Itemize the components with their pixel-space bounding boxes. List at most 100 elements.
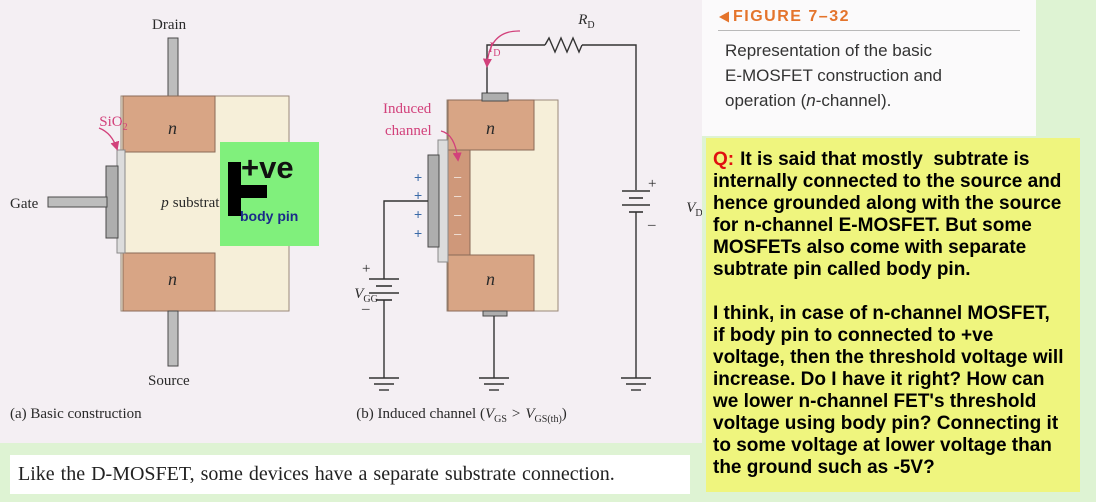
- rd-label-main: R: [577, 12, 587, 28]
- vgg-label: VGG: [328, 286, 397, 306]
- caption-b-v1: V: [485, 406, 496, 422]
- question-text: It is said that mostly subtrate is: [740, 149, 1030, 170]
- question-line: if body pin to connected to +ve: [713, 325, 994, 346]
- drain-current-arrow: [482, 30, 521, 68]
- figure-caption: Representation of the basic E-MOSFET con…: [725, 38, 942, 113]
- battery-vdd: [622, 190, 650, 213]
- source-contact-b: [482, 310, 508, 317]
- vgg-plus-sign: +: [362, 261, 370, 277]
- id-label-sub: D: [493, 48, 500, 59]
- vgg-label-sub: GG: [363, 294, 377, 305]
- left-triangle-icon: [719, 11, 729, 23]
- induced-label-line1: Induced: [383, 101, 432, 117]
- substrate-type-label: p: [160, 195, 169, 211]
- diagram-b-caption: (b) Induced channel (VGS>VGS(th)): [330, 406, 586, 425]
- induced-label-line2: channel: [385, 123, 432, 139]
- drain-n-label-b: n: [486, 118, 495, 138]
- gate-charge: +: [414, 225, 422, 241]
- supply-wire: [582, 44, 637, 190]
- vdd-label-main: V: [686, 200, 697, 216]
- body-pin-voltage: +ve: [241, 150, 294, 185]
- channel-charge: –: [454, 207, 462, 222]
- source-n-region-b: [447, 254, 535, 312]
- footer-note: Like the D-MOSFET, some devices have a s…: [18, 463, 615, 485]
- question-line: hence grounded along with the source: [713, 193, 1062, 214]
- gate-wire: [383, 200, 428, 279]
- source-label: Source: [148, 373, 190, 389]
- caption-b-suffix: ): [562, 406, 567, 422]
- channel-charge: –: [454, 226, 462, 241]
- gate-lead: [47, 196, 108, 208]
- question-paragraph: I think, in case of n-channel MOSFET, if…: [713, 303, 1080, 479]
- diagram-a-caption: (a) Basic construction: [10, 406, 142, 422]
- ground-symbol: [621, 377, 651, 391]
- caption-text: -channel).: [815, 91, 892, 110]
- figure-divider: [718, 30, 1020, 31]
- gate-charge: +: [414, 206, 422, 222]
- ground-symbol: [369, 377, 399, 391]
- drain-lead: [167, 37, 179, 98]
- caption-b-v2-sub: GS(th): [535, 414, 562, 425]
- drain-n-region-b: [447, 99, 535, 151]
- figure-caption-line: operation (n-channel).: [725, 88, 942, 113]
- source-n-label: n: [168, 269, 177, 289]
- caption-b-operator: >: [512, 406, 520, 422]
- question-line: to some voltage at lower voltage than: [713, 435, 1052, 456]
- gate-positive-charges: + + + +: [414, 169, 422, 241]
- question-line: voltage using body pin? Connecting it: [713, 413, 1059, 434]
- body-pin-lead: [241, 185, 267, 198]
- source-n-label-b: n: [486, 269, 495, 289]
- caption-b-v2: V: [525, 406, 536, 422]
- caption-b-v1-sub: GS: [494, 414, 507, 425]
- vgg-label-main: V: [354, 286, 365, 302]
- source-n-region: [122, 252, 216, 312]
- figure-caption-line: E-MOSFET construction and: [725, 66, 942, 85]
- substrate-word-label: substrate: [173, 195, 227, 211]
- channel-negative-charges: – – – –: [454, 169, 462, 241]
- body-pin-label: body pin: [240, 208, 299, 224]
- question-line: subtrate pin called body pin.: [713, 259, 971, 280]
- caption-italic: n: [806, 91, 816, 110]
- figure-number: FIGURE 7–32: [733, 8, 850, 25]
- oxide-label-sub: 2: [123, 122, 128, 133]
- source-lead: [167, 310, 179, 367]
- question-line: for n-channel E-MOSFET. But some: [713, 215, 1032, 236]
- drain-n-region: [122, 95, 216, 153]
- gate-label: Gate: [10, 196, 39, 212]
- question-line: we lower n-channel FET's threshold: [713, 391, 1037, 412]
- vgg-minus-sign: –: [361, 301, 370, 317]
- vdd-label-sub: DD: [695, 208, 702, 219]
- question-line: increase. Do I have it right? How can: [713, 369, 1045, 390]
- body-pin-annotation: +ve body pin: [220, 142, 319, 246]
- rd-label: RD: [552, 12, 613, 32]
- gate-charge: +: [414, 187, 422, 203]
- gate-metal: [105, 165, 119, 239]
- channel-charge: –: [454, 188, 462, 203]
- oxide-label-main: SiO: [99, 114, 123, 130]
- drain-n-label: n: [168, 118, 177, 138]
- question-line: MOSFETs also come with separate: [713, 237, 1027, 258]
- induced-channel-arrow: [440, 130, 462, 162]
- question-paragraph: Q:It is said that mostly subtrate is int…: [713, 149, 1080, 281]
- body-pin-terminal: [228, 162, 241, 216]
- oxide-pointer-arrow: [98, 127, 120, 151]
- question-line: voltage, then the threshold voltage will: [713, 347, 1064, 368]
- diagram-b-induced-channel: n n + + + + – – – – + –: [328, 12, 702, 425]
- rd-label-sub: D: [587, 20, 594, 31]
- gate-metal-b: [427, 154, 440, 248]
- vdd-label: VDD: [660, 200, 702, 220]
- resistor-rd: [544, 36, 583, 54]
- figure-caption-panel: [702, 0, 1036, 136]
- drain-contact-b: [481, 92, 509, 102]
- vdd-plus-sign: +: [648, 176, 656, 192]
- drain-wire: [486, 44, 545, 93]
- ground-symbol: [479, 377, 509, 391]
- question-line: the ground such as -5V?: [713, 457, 935, 478]
- oxide-label: SiO2: [73, 114, 146, 134]
- question-box: Q:It is said that mostly subtrate is int…: [706, 138, 1080, 492]
- drain-label: Drain: [152, 17, 187, 33]
- question-line: I think, in case of n-channel MOSFET,: [713, 303, 1050, 324]
- figure-caption-line: Representation of the basic: [725, 41, 932, 60]
- caption-b-prefix: (b) Induced channel (: [356, 406, 485, 422]
